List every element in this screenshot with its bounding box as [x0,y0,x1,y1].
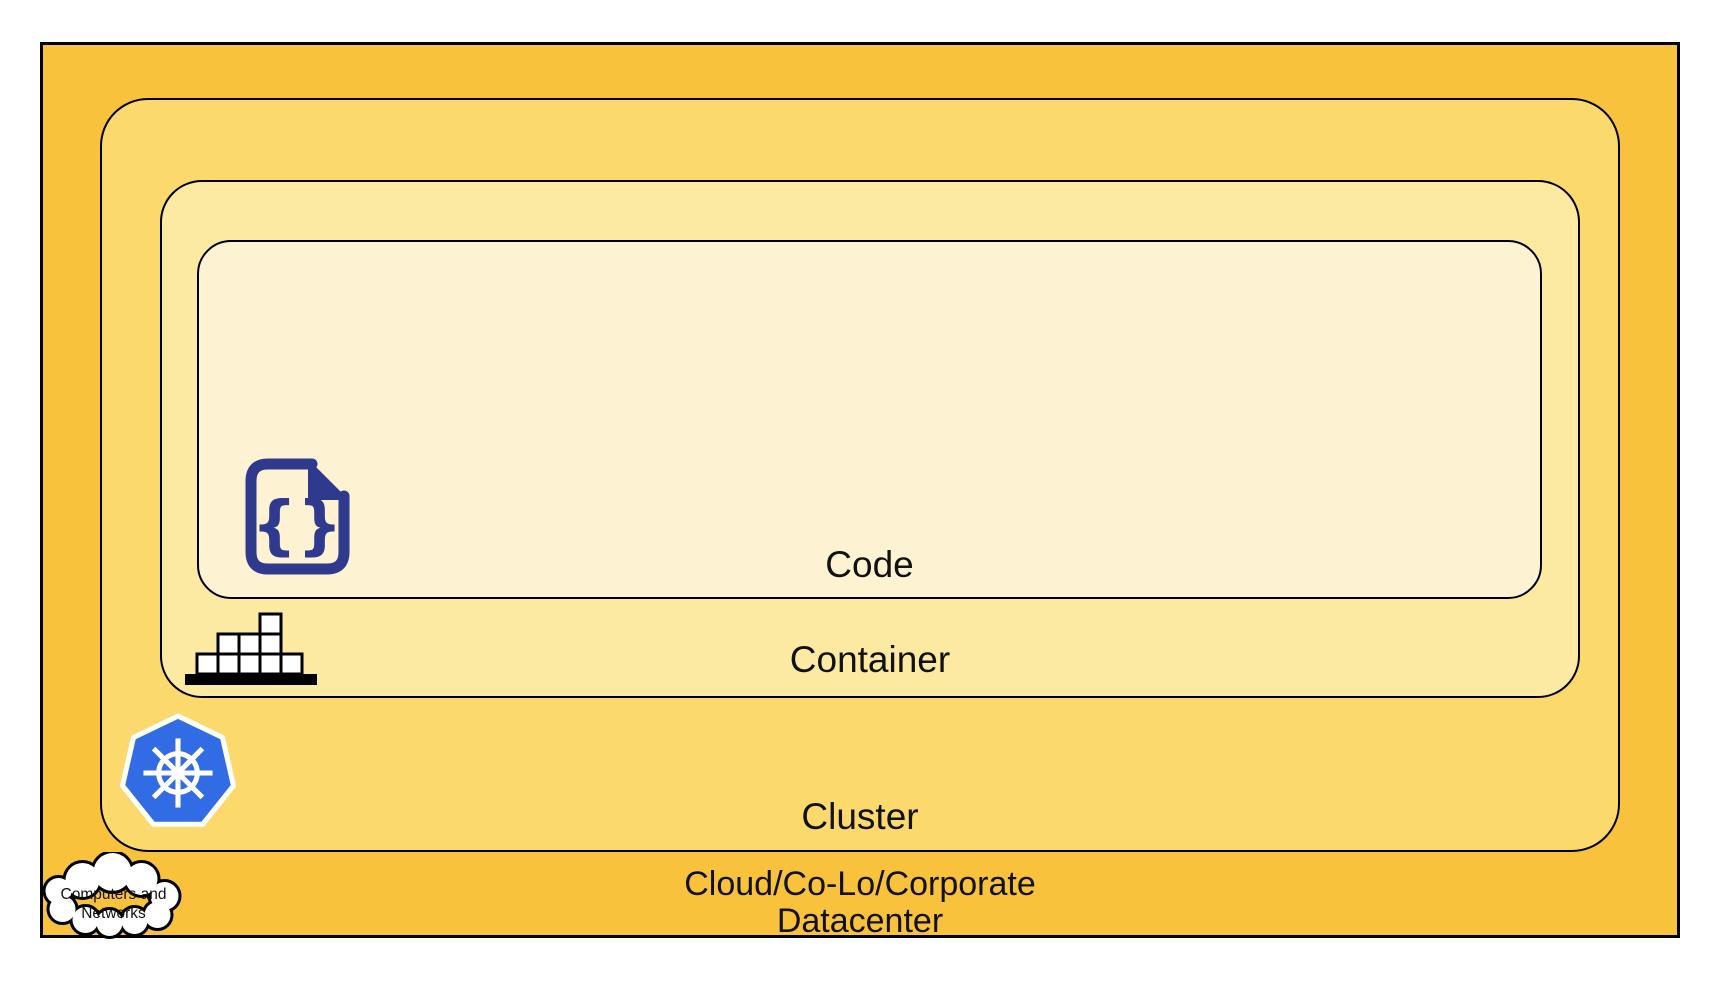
code-file-icon: {} [245,458,350,575]
cloud-callout-line1: Computers and [61,886,167,903]
cloud-datacenter-label-line2: Datacenter [776,902,944,940]
code-braces-glyph: {} [251,489,342,563]
code-label: Code [825,544,914,585]
cloud-datacenter-label: Cloud/Co-Lo/Corporate Datacenter [40,866,1680,940]
cloud-icon: Computers and Networks [42,852,182,939]
container-label: Container [789,639,951,680]
kubernetes-icon [119,713,237,827]
cloud-datacenter-label-line1: Cloud/Co-Lo/Corporate [684,865,1036,903]
container-boxes-icon [185,612,317,685]
cluster-label: Cluster [801,796,919,837]
ship-wheel-glyph [143,738,213,808]
layer-code [197,240,1542,599]
cloud-callout-line2: Networks [81,905,146,922]
